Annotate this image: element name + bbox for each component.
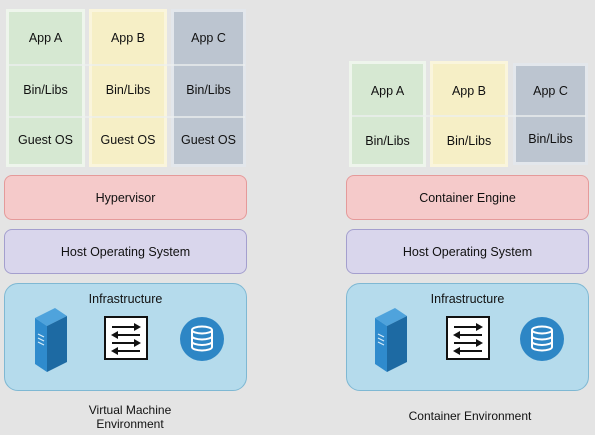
vm-app-b-guest-os: Guest OS bbox=[100, 133, 156, 147]
database-icon bbox=[519, 316, 565, 362]
container-column-c: App C Bin/Libs bbox=[513, 63, 588, 165]
vm-host-os-label: Host Operating System bbox=[60, 244, 191, 259]
container-app-a-label: App A bbox=[370, 83, 405, 98]
vm-column-b: App B Bin/Libs Guest OS bbox=[89, 9, 167, 167]
vm-infrastructure-label: Infrastructure bbox=[88, 292, 163, 306]
hypervisor-layer: Hypervisor bbox=[4, 175, 247, 220]
server-icon bbox=[369, 304, 413, 374]
vm-caption-line1: Virtual Machine bbox=[88, 403, 172, 417]
container-caption: Container Environment bbox=[390, 409, 550, 423]
hypervisor-label: Hypervisor bbox=[95, 190, 156, 205]
vm-caption-line2: Environment bbox=[96, 417, 164, 431]
vm-row-divider bbox=[9, 64, 245, 66]
vm-caption: Virtual Machine Environment bbox=[55, 403, 205, 431]
container-app-c-label: App C bbox=[533, 84, 568, 98]
vm-app-b-libs: Bin/Libs bbox=[105, 83, 151, 97]
database-icon bbox=[179, 316, 225, 362]
container-engine-layer: Container Engine bbox=[346, 175, 589, 220]
container-app-a-libs: Bin/Libs bbox=[365, 133, 410, 148]
network-switch-icon bbox=[446, 316, 490, 360]
vm-app-c-label: App C bbox=[191, 31, 226, 45]
container-column-a: App A Bin/Libs bbox=[349, 61, 426, 167]
vm-app-a-label: App A bbox=[28, 31, 63, 45]
container-engine-label: Container Engine bbox=[419, 190, 516, 205]
container-host-os-layer: Host Operating System bbox=[346, 229, 589, 274]
vm-app-b-label: App B bbox=[110, 31, 146, 45]
vm-column-a: App A Bin/Libs Guest OS bbox=[6, 9, 85, 167]
vm-row-divider bbox=[9, 116, 245, 118]
container-app-c-libs: Bin/Libs bbox=[528, 132, 573, 146]
container-host-os-label: Host Operating System bbox=[402, 244, 533, 259]
container-row-divider bbox=[352, 115, 586, 117]
container-app-b-label: App B bbox=[451, 83, 487, 98]
container-infrastructure-label: Infrastructure bbox=[430, 292, 505, 306]
vm-column-c: App C Bin/Libs Guest OS bbox=[171, 9, 246, 167]
server-icon bbox=[29, 304, 73, 374]
vm-host-os-layer: Host Operating System bbox=[4, 229, 247, 274]
vm-app-a-guest-os: Guest OS bbox=[18, 133, 73, 147]
network-switch-icon bbox=[104, 316, 148, 360]
container-infrastructure-layer: Infrastructure bbox=[346, 283, 589, 391]
vm-infrastructure-layer: Infrastructure bbox=[4, 283, 247, 391]
vm-app-c-guest-os: Guest OS bbox=[181, 133, 236, 147]
vm-app-c-libs: Bin/Libs bbox=[186, 83, 231, 97]
container-app-b-libs: Bin/Libs bbox=[446, 133, 492, 148]
vm-app-a-libs: Bin/Libs bbox=[23, 83, 68, 97]
container-caption-text: Container Environment bbox=[408, 409, 532, 423]
container-column-b: App B Bin/Libs bbox=[430, 61, 508, 167]
